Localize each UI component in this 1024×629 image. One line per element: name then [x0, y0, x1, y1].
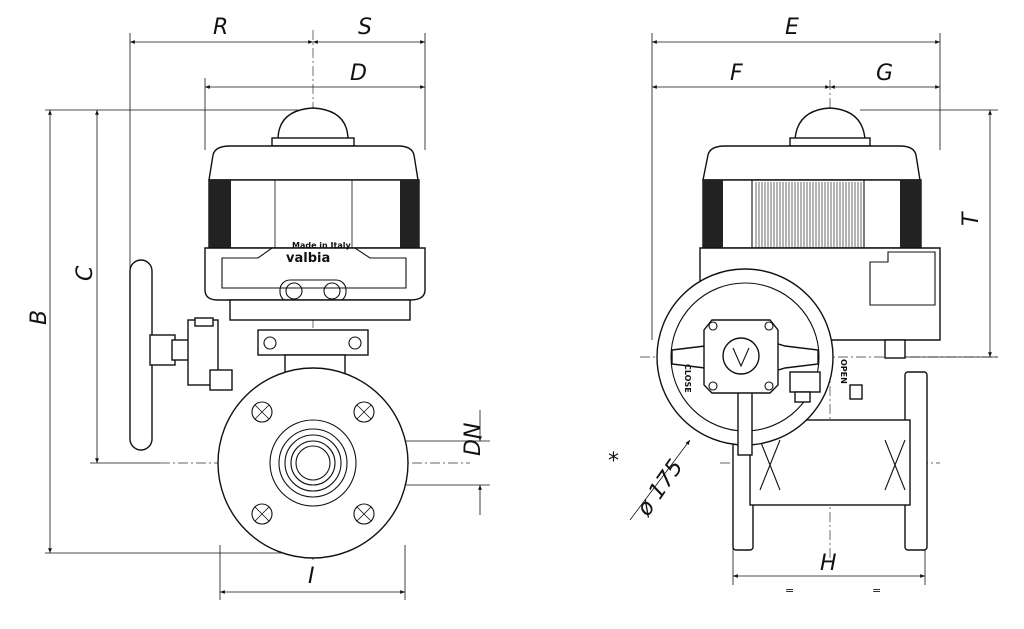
- dim-t-label: T: [959, 211, 984, 226]
- dim-s-label: S: [358, 15, 372, 40]
- dim-r-label: R: [213, 15, 228, 40]
- handwheel-close-label: CLOSE: [683, 364, 692, 393]
- dim-eq-left: =: [785, 584, 794, 597]
- handwheel-open-label: OPEN: [839, 359, 848, 384]
- brand-small-left: Made in Italy: [292, 241, 351, 250]
- dim-c-label: C: [73, 265, 98, 281]
- dim-eq-right: =: [872, 584, 881, 597]
- flange-bolt-holes: [251, 401, 375, 525]
- diameter-label: ø 175: [632, 455, 689, 521]
- dim-d-label: D: [350, 61, 367, 86]
- left-view: R S D B C I DN valbia Made in Italy: [27, 15, 490, 600]
- right-view: E F G T H = = ø 175 *: [608, 15, 1000, 597]
- note-asterisk: *: [608, 449, 619, 474]
- dim-dn-label: DN: [461, 423, 486, 456]
- dim-f-label: F: [730, 61, 743, 86]
- dim-h-label: H: [820, 551, 837, 576]
- dim-i-label: I: [308, 564, 315, 589]
- dim-g-label: G: [876, 61, 893, 86]
- brand-label-left: valbia: [286, 251, 330, 266]
- dim-b-label: B: [27, 310, 52, 325]
- dim-e-label: E: [785, 15, 799, 40]
